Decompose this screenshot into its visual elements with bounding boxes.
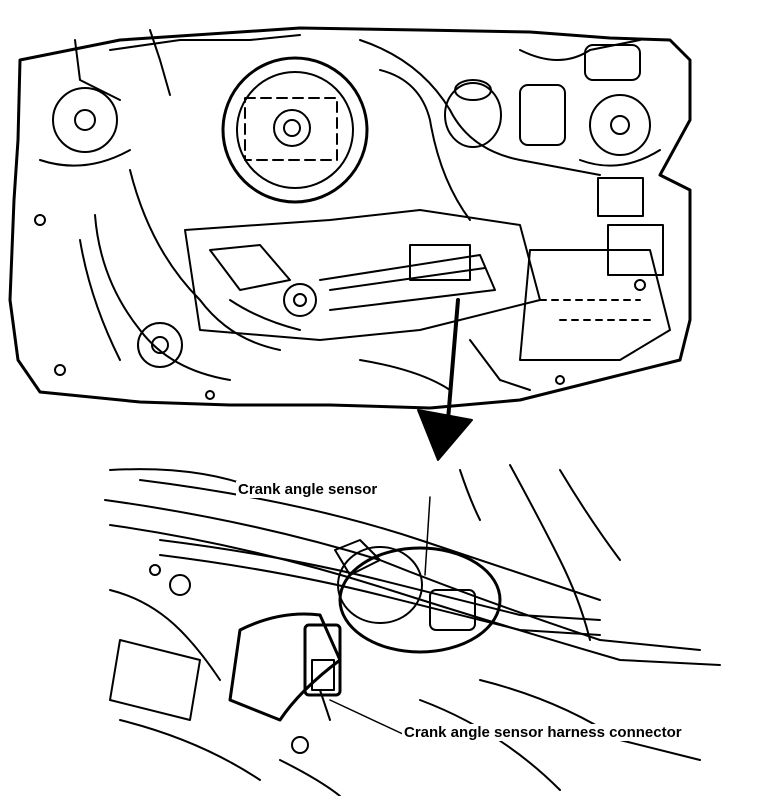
crank-angle-sensor-label: Crank angle sensor	[236, 481, 380, 498]
crank-angle-sensor-harness-connector-label: Crank angle sensor harness connector	[402, 724, 684, 741]
crank-angle-sensor-detail	[104, 464, 721, 797]
detail-pointer-arrow	[417, 298, 473, 461]
engine-bay-overview	[8, 26, 692, 410]
